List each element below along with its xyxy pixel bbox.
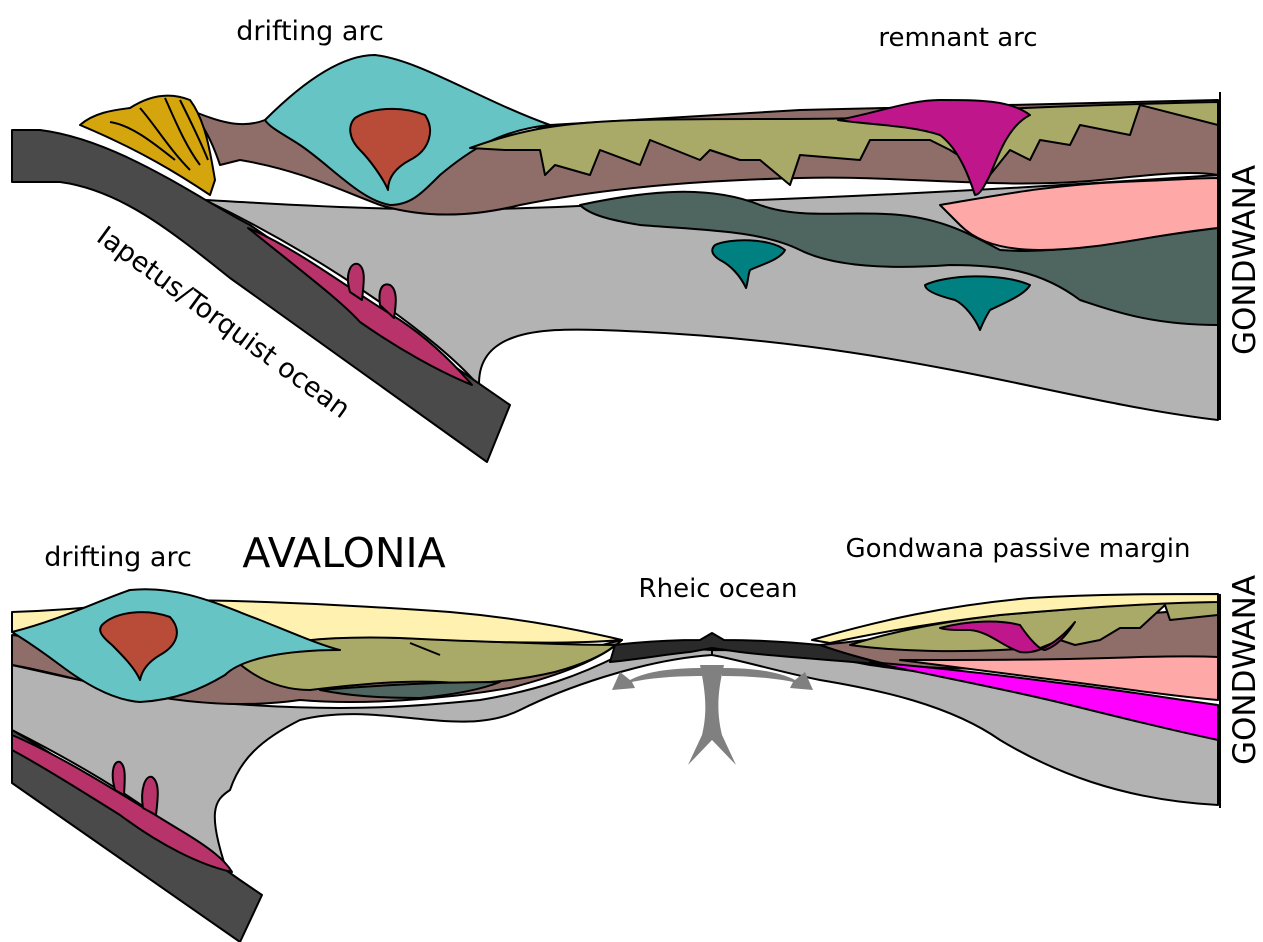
bottom-label-continent: GONDWANA [1227, 575, 1263, 765]
top-label-drifting-arc: drifting arc [236, 16, 384, 47]
top-label-remnant-arc: remnant arc [878, 23, 1037, 53]
top-panel: drifting arc remnant arc Iapetus/Torquis… [12, 16, 1263, 462]
bottom-panel: drifting arc AVALONIA Rheic ocean Gondwa… [12, 529, 1263, 942]
bottom-label-ocean: Rheic ocean [639, 574, 798, 604]
bottom-label-terrane: AVALONIA [242, 529, 445, 577]
top-label-continent: GONDWANA [1227, 165, 1263, 355]
bottom-label-margin: Gondwana passive margin [845, 534, 1190, 564]
bottom-label-drifting-arc: drifting arc [44, 542, 192, 573]
spreading-arrows-icon [612, 665, 813, 765]
bottom-melt-diapir-2 [142, 777, 158, 815]
bottom-melt-diapir-1 [113, 762, 125, 795]
